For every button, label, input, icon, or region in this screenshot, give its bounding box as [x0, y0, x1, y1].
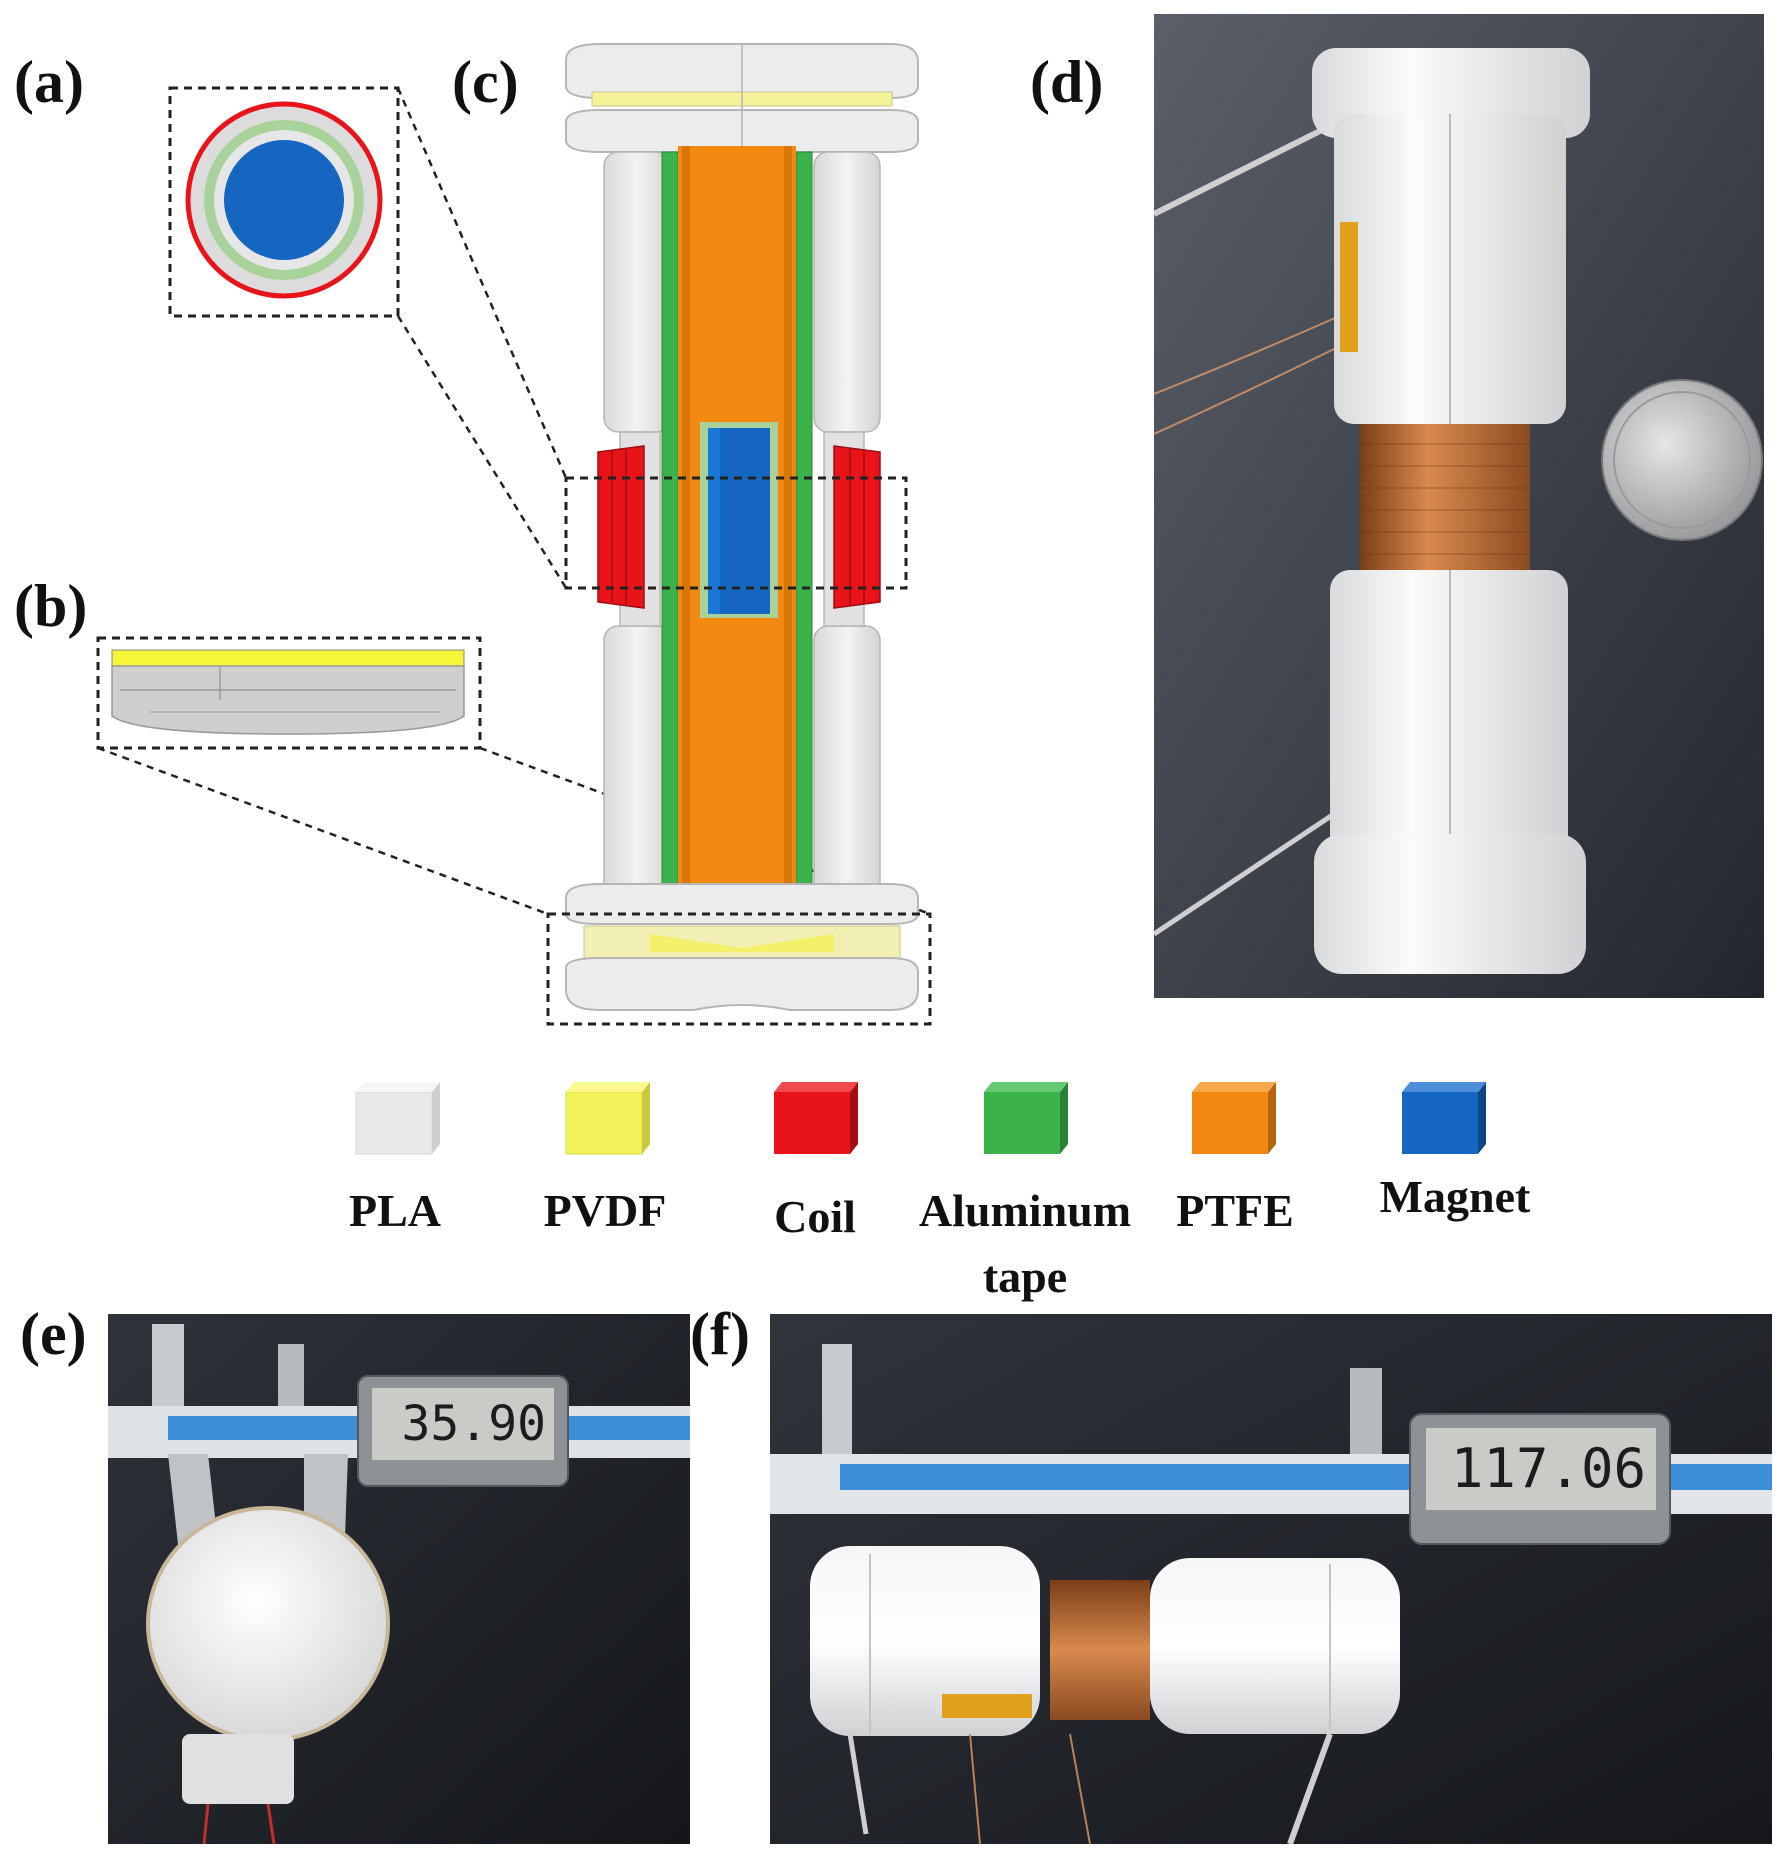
panel-label-c: (c)	[452, 49, 519, 115]
legend-swatch-aluminum	[984, 1082, 1068, 1154]
caliper-readout-f: 117.06	[1450, 1437, 1646, 1500]
legend-label-ptfe: PTFE	[1176, 1185, 1294, 1236]
panel-label-d: (d)	[1030, 49, 1104, 115]
pvdf-detail-view	[96, 636, 482, 750]
legend-label-magnet: Magnet	[1379, 1171, 1531, 1222]
legend-swatch-magnet	[1402, 1082, 1486, 1154]
legend-label-aluminum: Aluminum	[918, 1185, 1132, 1236]
legend-label-tape: tape	[982, 1251, 1068, 1302]
caliper-photo-f: 117.06	[770, 1314, 1772, 1844]
coil-left	[597, 445, 645, 609]
coil-right	[833, 445, 881, 609]
legend-label-coil: Coil	[774, 1191, 856, 1242]
legend-swatch-pla	[355, 1082, 440, 1155]
legend-swatch-pvdf	[565, 1082, 650, 1155]
device-schematic	[96, 43, 932, 1026]
caliper-readout-e: 35.90	[401, 1396, 547, 1452]
legend-label-pla: PLA	[349, 1185, 441, 1236]
legend-label-pvdf: PVDF	[543, 1185, 667, 1236]
device-photo-d	[1154, 14, 1764, 998]
cross-section-view	[168, 86, 400, 318]
panel-label-e: (e)	[20, 1301, 87, 1367]
panel-label-a: (a)	[14, 49, 84, 115]
panel-label-f: (f)	[690, 1301, 750, 1367]
caliper-photo-e: 35.90	[108, 1314, 690, 1844]
legend-swatch-coil	[774, 1082, 858, 1154]
legend-swatch-ptfe	[1192, 1082, 1276, 1154]
longitudinal-section-view	[546, 43, 932, 1026]
panel-label-b: (b)	[14, 573, 88, 639]
